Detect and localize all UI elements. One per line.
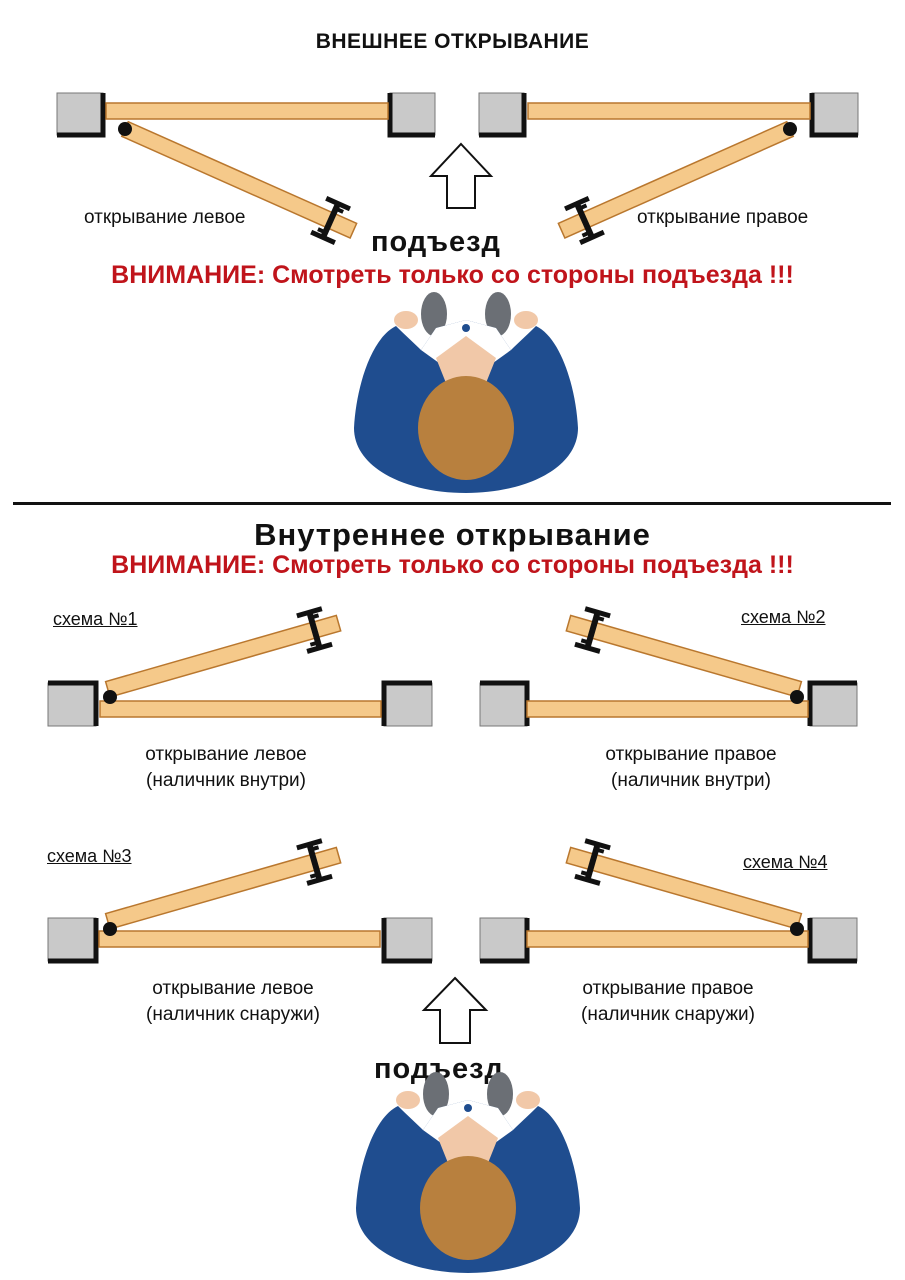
scheme-4-caption-line2: (наличник снаружи) bbox=[581, 1004, 755, 1025]
scheme-3-diagram bbox=[47, 838, 433, 964]
inner-title: Внутреннее открывание bbox=[254, 517, 651, 552]
scheme-1-caption-line2: (наличник внутри) bbox=[146, 770, 306, 791]
outer-left-caption: открывание левое bbox=[84, 207, 246, 228]
outer-right-hinge bbox=[783, 122, 797, 136]
section-divider bbox=[13, 502, 891, 505]
outer-left-door-closed bbox=[105, 102, 389, 120]
scheme-1-diagram bbox=[47, 606, 433, 727]
outer-right-door-closed bbox=[527, 102, 811, 120]
outer-center-left-wall bbox=[387, 92, 436, 138]
scheme-4-diagram bbox=[479, 838, 858, 964]
outer-person-icon bbox=[354, 292, 578, 493]
scheme-3-label: схема №3 bbox=[47, 846, 132, 866]
outer-warning: ВНИМАНИЕ: Смотреть только со стороны под… bbox=[111, 261, 794, 289]
scheme-2-label: схема №2 bbox=[741, 607, 826, 627]
outer-right-wall bbox=[809, 92, 859, 138]
scheme-3-caption-line1: открывание левое bbox=[152, 978, 314, 999]
outer-right-door-open bbox=[557, 120, 795, 245]
scheme-2-caption-line2: (наличник внутри) bbox=[611, 770, 771, 791]
inner-person-icon bbox=[356, 1072, 580, 1273]
outer-left-hinge bbox=[118, 122, 132, 136]
scheme-2-diagram bbox=[479, 606, 858, 727]
scheme-3-caption: открывание левое (наличник снаружи) bbox=[128, 976, 338, 1028]
outer-left-wall bbox=[56, 92, 106, 138]
scheme-1-caption-line1: открывание левое bbox=[145, 744, 307, 765]
outer-title: ВНЕШНЕЕ ОТКРЫВАНИЕ bbox=[315, 30, 590, 53]
scheme-1-caption: открывание левое (наличник внутри) bbox=[128, 742, 324, 794]
outer-entrance-label: подъезд bbox=[371, 226, 501, 258]
scheme-3-caption-line2: (наличник снаружи) bbox=[146, 1004, 320, 1025]
outer-entrance-arrow-icon bbox=[428, 142, 494, 209]
scheme-4-caption: открывание правое (наличник снаружи) bbox=[555, 976, 781, 1028]
scheme-4-label: схема №4 bbox=[743, 852, 828, 872]
scheme-1-label: схема №1 bbox=[53, 609, 138, 629]
inner-warning: ВНИМАНИЕ: Смотреть только со стороны под… bbox=[111, 551, 794, 579]
scheme-2-caption-line1: открывание правое bbox=[605, 744, 777, 765]
outer-left-door-open bbox=[120, 120, 358, 245]
inner-entrance-arrow-icon bbox=[421, 976, 489, 1044]
outer-center-right-wall bbox=[478, 92, 527, 138]
scheme-2-caption: открывание правое (наличник внутри) bbox=[589, 742, 793, 794]
outer-right-caption: открывание правое bbox=[637, 207, 809, 228]
scheme-4-caption-line1: открывание правое bbox=[582, 978, 754, 999]
